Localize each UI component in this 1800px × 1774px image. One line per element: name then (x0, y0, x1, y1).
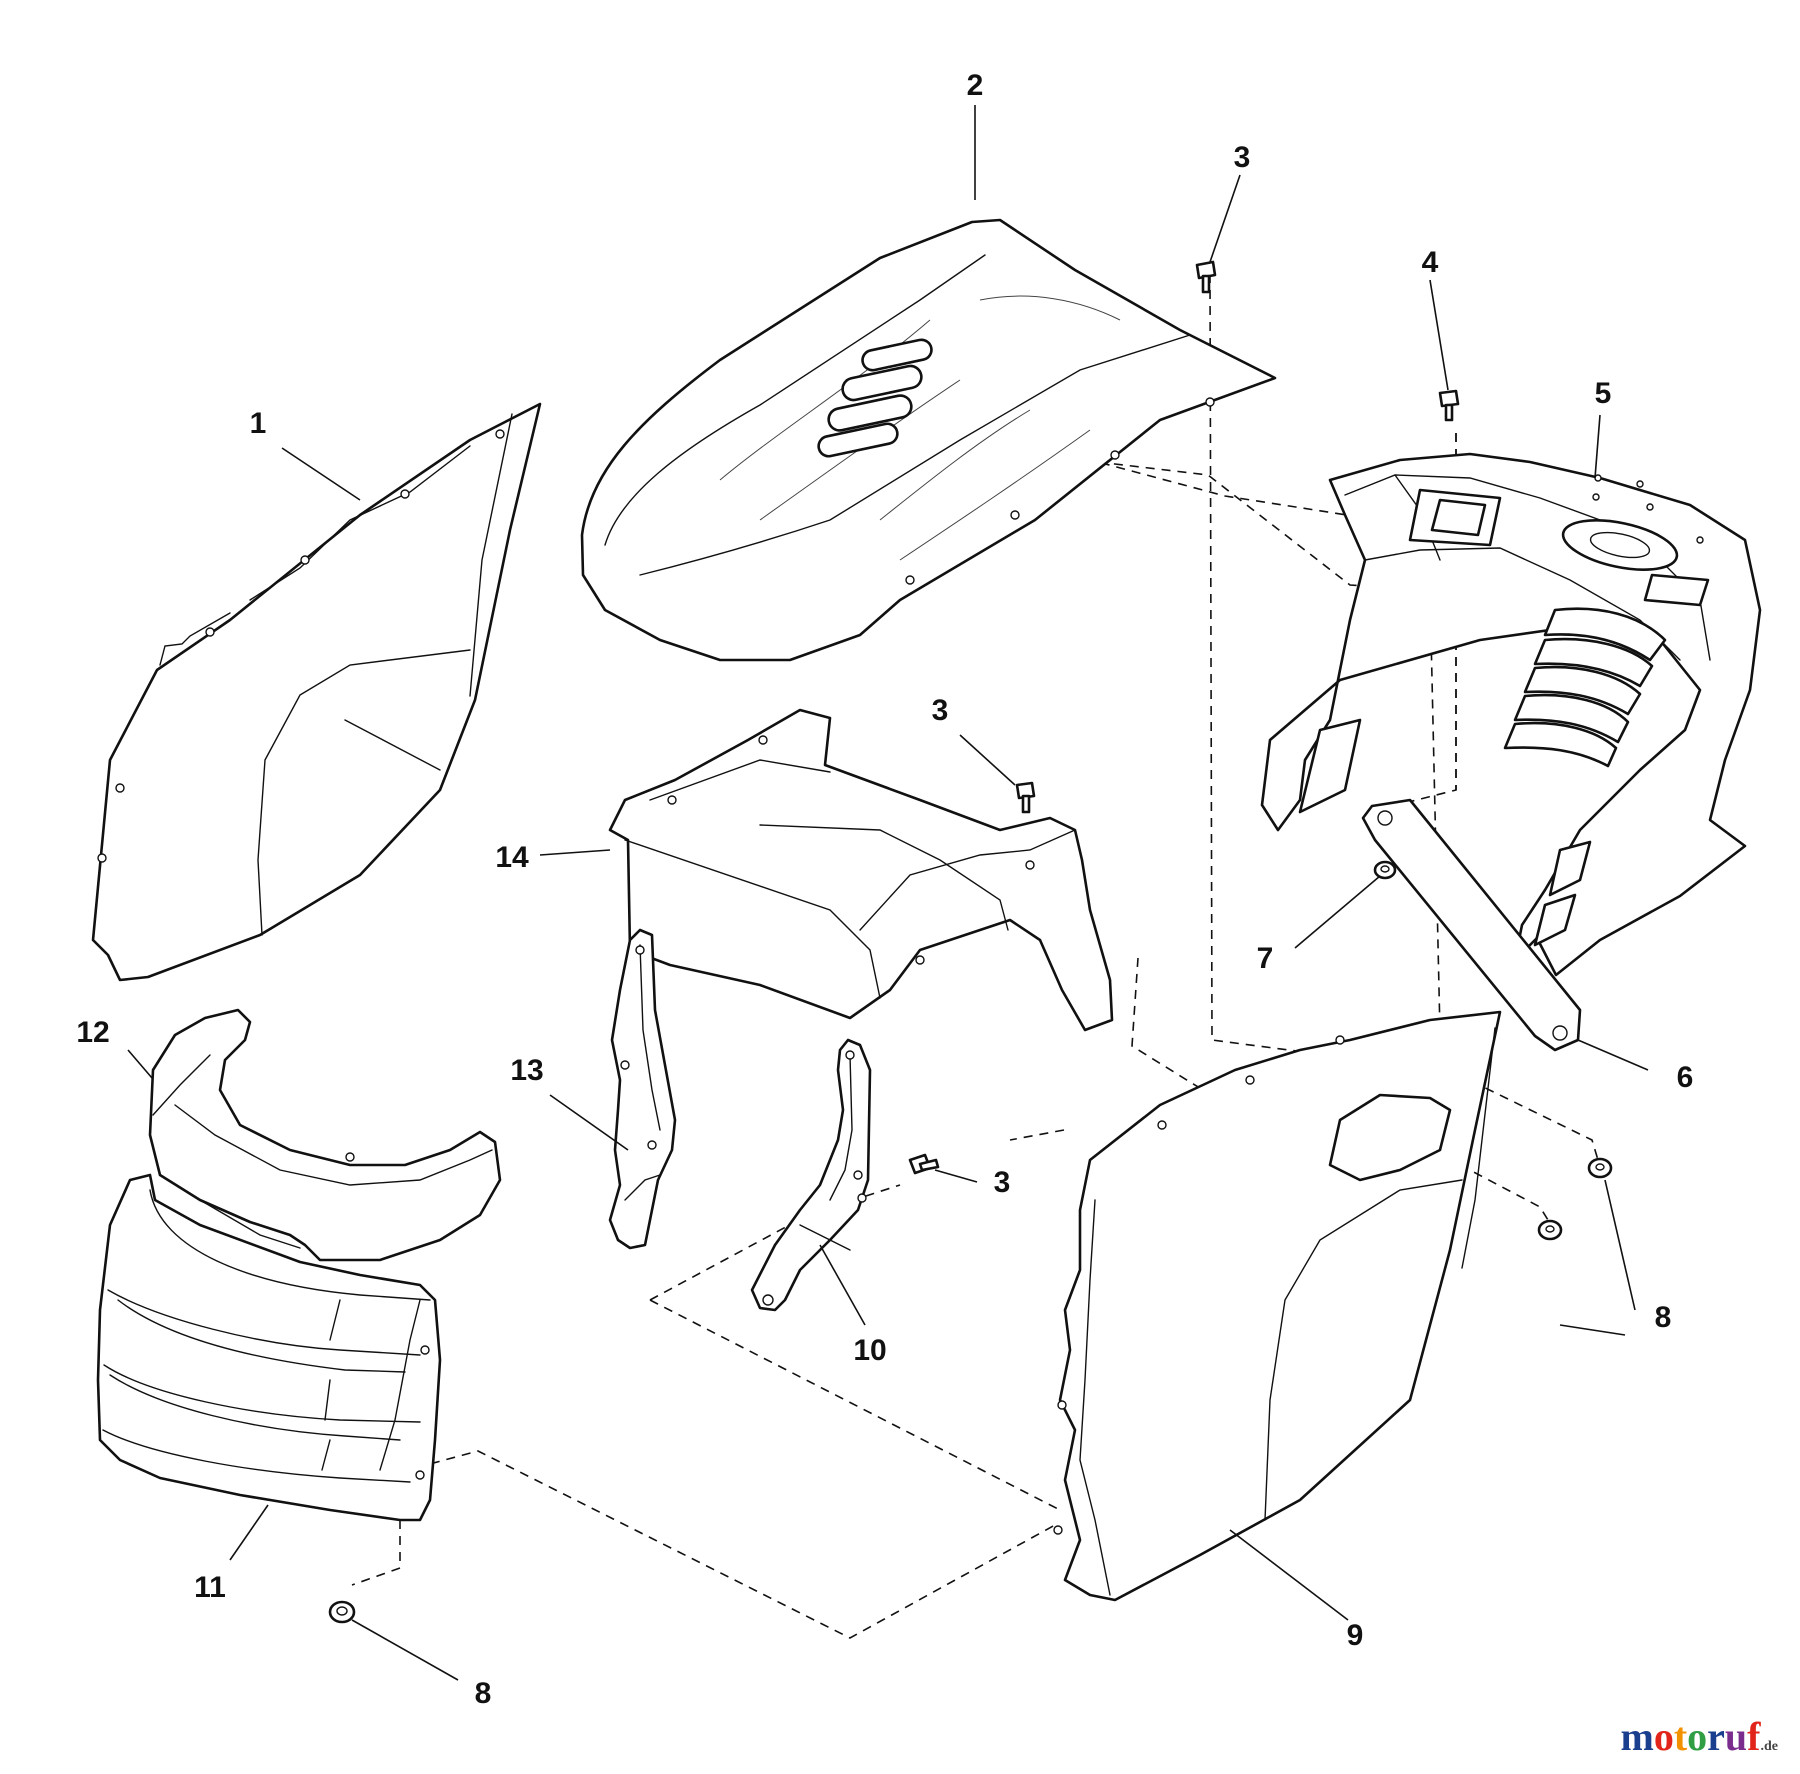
callout-numbers: 1 2 3 3 3 4 5 6 7 8 8 9 10 11 12 13 14 (76, 69, 1693, 1710)
nut-8-right-upper (1587, 1157, 1613, 1179)
part-12-grille-trim (148, 1008, 502, 1262)
callout-10: 10 (853, 1334, 886, 1367)
bolt-3-middle (1015, 781, 1036, 814)
nut-8-left (328, 1600, 356, 1624)
callout-8-left: 8 (475, 1677, 492, 1710)
callout-13: 13 (510, 1054, 543, 1087)
bolt-4 (1438, 389, 1460, 422)
leader-lines (127, 105, 1649, 1681)
motoruf-logo: motoruf.de (1621, 1713, 1779, 1760)
callout-5: 5 (1595, 377, 1612, 410)
bolt-3-top (1195, 260, 1217, 294)
part-13-bracket (608, 928, 677, 1250)
callout-2: 2 (967, 69, 984, 102)
logo-letter: u (1724, 1714, 1748, 1759)
callout-12: 12 (76, 1016, 109, 1049)
part-14-support-pan (608, 708, 1114, 1032)
logo-letter: t (1673, 1714, 1688, 1759)
hardware (328, 260, 1613, 1624)
part-11-front-grille (96, 1173, 442, 1522)
callout-3-top: 3 (1234, 141, 1251, 174)
bolt-3-lower (908, 1153, 940, 1175)
callout-6: 6 (1677, 1061, 1694, 1094)
logo-letter: o (1653, 1714, 1674, 1759)
logo-letter: o (1687, 1714, 1708, 1759)
logo-letter: m (1620, 1714, 1654, 1759)
nut-7 (1373, 860, 1397, 880)
logo-letter: f (1747, 1714, 1761, 1759)
callout-9: 9 (1347, 1619, 1364, 1652)
part-5-grille-housing (1260, 452, 1762, 977)
callout-7: 7 (1257, 942, 1274, 975)
grille-louvers (1298, 607, 1667, 947)
callout-3-middle: 3 (932, 694, 949, 727)
logo-domain-suffix: .de (1760, 1739, 1779, 1754)
nut-8-right-lower (1537, 1219, 1563, 1241)
logo-wordmark: motoruf (1621, 1714, 1761, 1759)
hood-vents (817, 338, 933, 458)
callout-3-lower: 3 (994, 1166, 1011, 1199)
callout-4: 4 (1422, 246, 1439, 279)
part-2-hood (580, 218, 1277, 662)
callout-8-right-upper: 8 (1655, 1301, 1672, 1334)
callout-14: 14 (495, 841, 529, 874)
part-9-right-side-panel (1053, 1010, 1502, 1602)
part-1-left-side-panel (91, 402, 542, 982)
logo-letter: r (1707, 1714, 1725, 1759)
callout-11: 11 (194, 1571, 226, 1604)
callout-1: 1 (250, 407, 267, 440)
part-10-bracket (750, 1038, 872, 1312)
